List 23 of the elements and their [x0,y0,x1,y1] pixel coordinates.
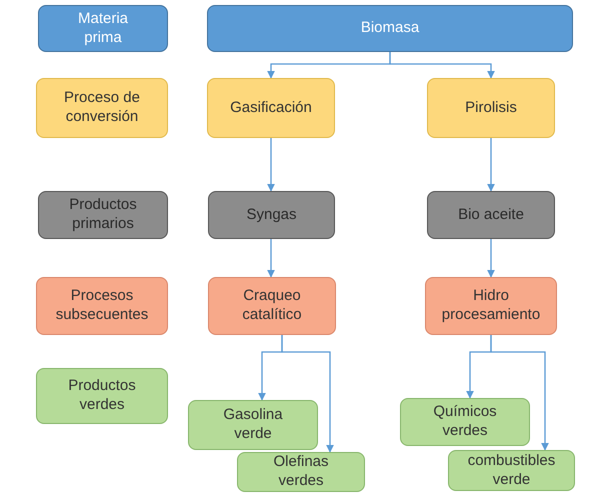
arrow [487,239,495,278]
product-box: combustibles verde [448,450,575,491]
category-label: Materia prima [38,5,168,52]
arrow [389,52,495,79]
arrow [487,138,495,192]
process-box: Craqueo catalítico [208,277,336,335]
product-box: Químicos verdes [400,398,530,446]
category-label: Procesos subsecuentes [36,277,168,335]
process-box: Pirolisis [427,78,555,138]
process-box: Hidro procesamiento [425,277,557,335]
product-box: Gasolina verde [188,400,318,450]
arrow [490,335,549,451]
category-label: Proceso de conversión [36,78,168,138]
process-box: Gasificación [207,78,335,138]
product-box: Olefinas verdes [237,452,365,492]
arrow [267,138,275,192]
category-label: Productos verdes [36,368,168,424]
product-box: Bio aceite [427,191,555,239]
source-box: Biomasa [207,5,573,52]
category-label: Productos primarios [38,191,168,239]
arrow [281,335,334,453]
product-box: Syngas [208,191,335,239]
arrow [267,239,275,278]
